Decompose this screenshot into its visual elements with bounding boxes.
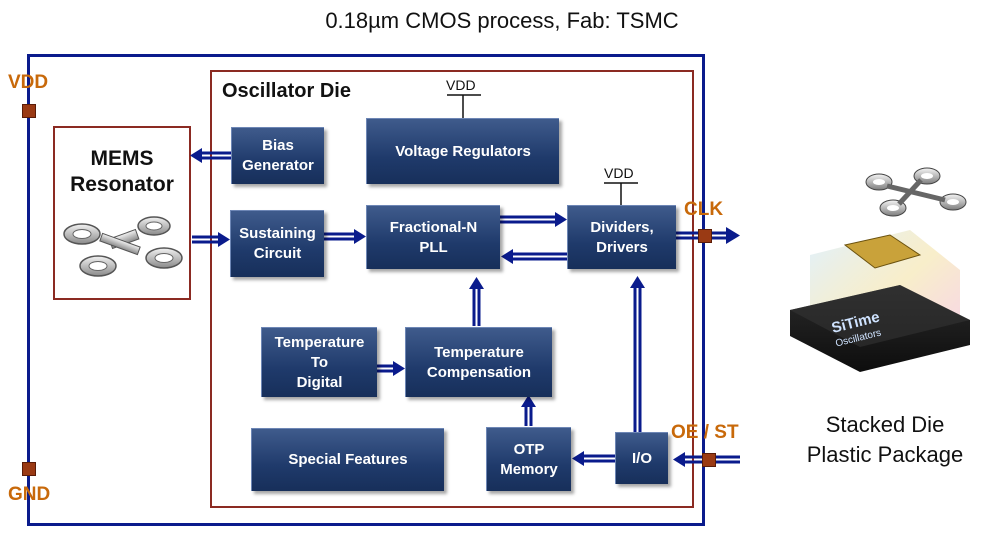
mems-resonator-icon: [63, 216, 183, 277]
vdd-tag-regulators: [447, 94, 481, 118]
gnd-pin-label: GND: [8, 484, 51, 505]
oscillator-die-label: Oscillator Die: [222, 80, 351, 102]
arrow-bias-to-mems: [190, 148, 232, 163]
arrow-dividers-to-pll: [501, 249, 567, 264]
bias-generator-label: Bias Generator: [242, 137, 314, 174]
special-features-block: Special Features: [251, 428, 444, 491]
diagram-title: 0.18µm CMOS process, Fab: TSMC: [325, 8, 679, 33]
arrow-tempcomp-to-pll: [469, 277, 484, 326]
vdd-tag-dividers-label: VDD: [604, 165, 634, 181]
package-frame: [27, 54, 705, 526]
floating-resonator: [865, 167, 967, 217]
arrow-tempdigital-to-tempcomp: [377, 361, 405, 376]
fractional-n-pll-block: Fractional-N PLL: [366, 205, 500, 269]
arrow-pll-to-dividers: [500, 212, 567, 227]
vdd-pin-label: VDD: [8, 72, 49, 93]
arrow-io-to-dividers: [630, 276, 645, 432]
temperature-compensation-label: Temperature Compensation: [426, 343, 532, 381]
oe-st-pin-label: OE / ST: [671, 422, 739, 443]
bias-generator-block: Bias Generator: [231, 127, 324, 184]
io-label: I/O: [631, 449, 652, 467]
sustaining-circuit-label: Sustaining Circuit: [239, 225, 316, 262]
arrow-io-to-otp: [572, 451, 615, 466]
oscillator-die-frame: [210, 70, 694, 508]
otp-memory-label: OTP Memory: [500, 440, 558, 478]
vdd-tag-dividers: [604, 182, 638, 205]
voltage-regulators-label: Voltage Regulators: [395, 142, 531, 160]
vdd-pin: [22, 104, 36, 118]
mems-resonator-box: [53, 126, 191, 300]
io-block: I/O: [615, 432, 668, 484]
temperature-to-digital-label: Temperature To Digital: [274, 333, 365, 391]
voltage-regulators-block: Voltage Regulators: [366, 118, 559, 184]
arrow-mems-to-sustaining: [192, 232, 230, 247]
temperature-to-digital-block: Temperature To Digital: [261, 327, 377, 397]
mems-resonator-label: MEMS Resonator: [70, 147, 174, 196]
dividers-drivers-label: Dividers, Drivers: [590, 218, 654, 256]
clk-pin-label: CLK: [684, 199, 724, 220]
gnd-pin: [22, 462, 36, 476]
special-features-label: Special Features: [288, 451, 408, 468]
stacked-die-package-illustration: SiTime Oscillators: [790, 167, 970, 372]
fractional-n-pll-label: Fractional-N PLL: [389, 218, 478, 256]
temperature-compensation-block: Temperature Compensation: [405, 327, 552, 397]
clk-pin: [698, 229, 712, 243]
dividers-drivers-block: Dividers, Drivers: [567, 205, 676, 269]
arrow-otp-to-tempcomp: [521, 395, 536, 426]
package-caption: Stacked Die Plastic Package: [806, 412, 964, 467]
otp-memory-block: OTP Memory: [486, 427, 571, 491]
arrow-sustaining-to-pll: [324, 229, 366, 244]
oe-st-pin: [702, 453, 716, 467]
vdd-tag-regulators-label: VDD: [446, 77, 476, 93]
sustaining-circuit-block: Sustaining Circuit: [230, 210, 324, 277]
